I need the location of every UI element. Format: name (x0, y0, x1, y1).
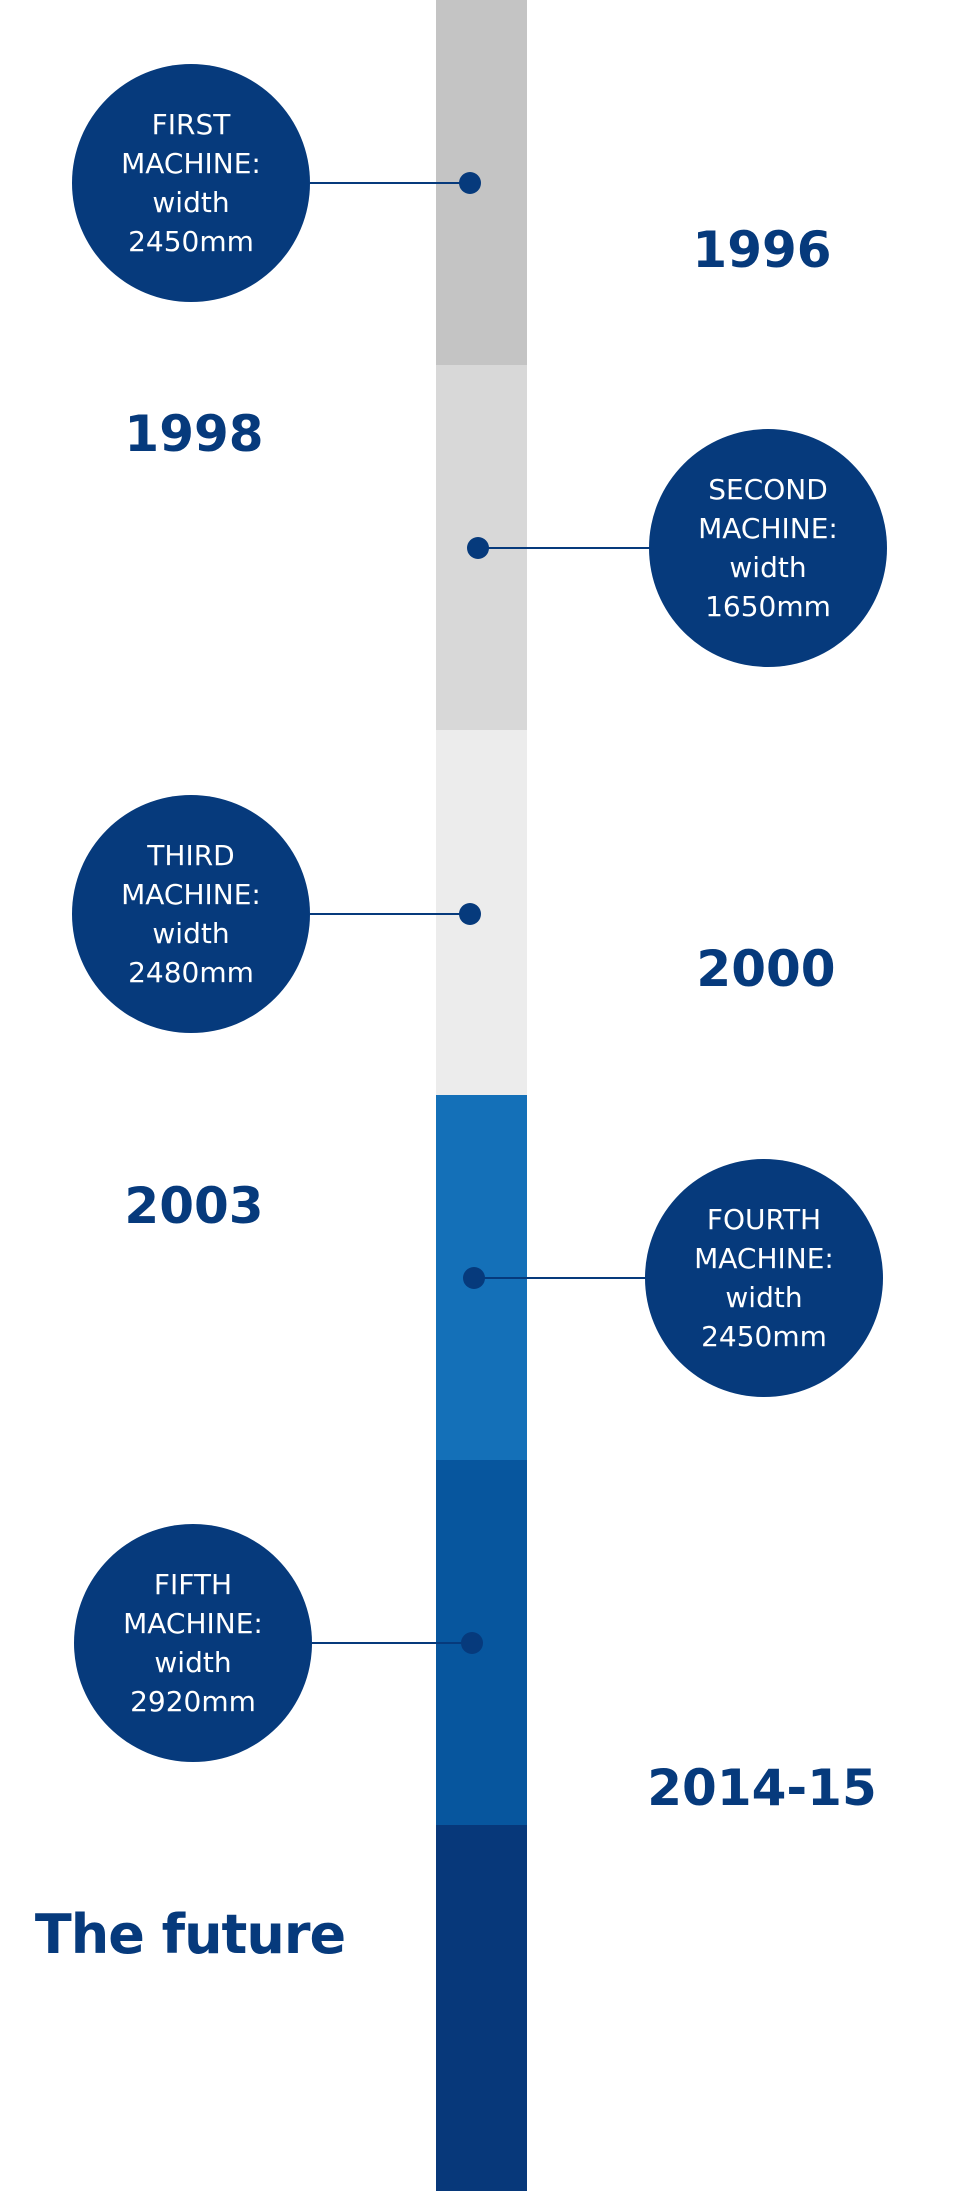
timeline-segment (436, 730, 527, 1095)
timeline-dot (461, 1632, 483, 1654)
timeline-dot (459, 172, 481, 194)
timeline-dot (459, 903, 481, 925)
connector-line (312, 1642, 472, 1644)
machine-label: SECOND MACHINE: width 1650mm (698, 473, 838, 623)
connector-line (474, 1277, 646, 1279)
year-label: 1996 (692, 221, 832, 279)
year-label: 1998 (124, 405, 264, 463)
timeline-dot (463, 1267, 485, 1289)
machine-label: FOURTH MACHINE: width 2450mm (694, 1203, 834, 1353)
connector-line (310, 913, 470, 915)
future-label: The future (34, 1903, 346, 1966)
timeline-segment (436, 1825, 527, 2191)
year-label: 2000 (696, 940, 836, 998)
year-label: 2003 (124, 1177, 264, 1235)
machine-label: FIFTH MACHINE: width 2920mm (123, 1568, 263, 1718)
machine-label: FIRST MACHINE: width 2450mm (121, 108, 261, 258)
machine-circle-first: FIRST MACHINE: width 2450mm (72, 64, 310, 302)
connector-line (310, 182, 470, 184)
timeline-dot (467, 537, 489, 559)
year-label: 2014-15 (647, 1759, 877, 1817)
machine-circle-fourth: FOURTH MACHINE: width 2450mm (645, 1159, 883, 1397)
machine-label: THIRD MACHINE: width 2480mm (121, 839, 261, 989)
machine-circle-fifth: FIFTH MACHINE: width 2920mm (74, 1524, 312, 1762)
connector-line (478, 547, 650, 549)
machine-circle-third: THIRD MACHINE: width 2480mm (72, 795, 310, 1033)
machine-circle-second: SECOND MACHINE: width 1650mm (649, 429, 887, 667)
